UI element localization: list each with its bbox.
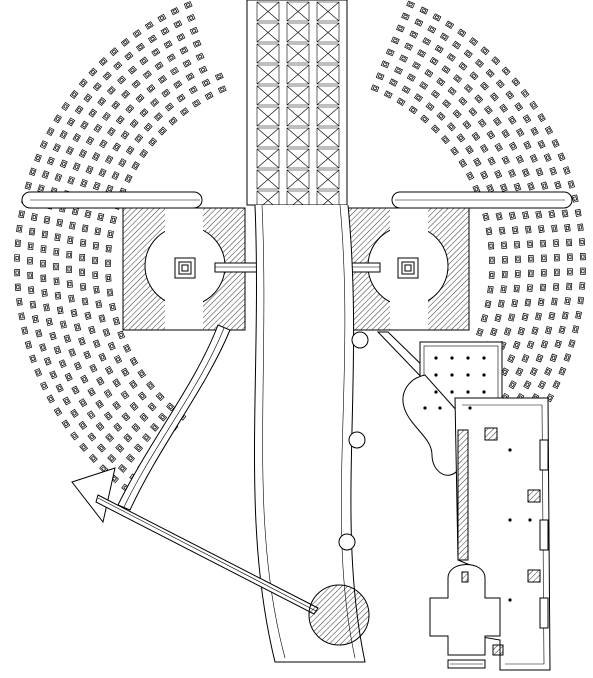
truss-tower <box>246 0 348 211</box>
column-dot <box>450 390 454 394</box>
truss-cell <box>286 106 310 127</box>
truss-cell <box>316 127 340 148</box>
horizontal-beams <box>21 191 573 209</box>
truss-cell <box>286 85 310 106</box>
column-dot <box>466 356 470 360</box>
column-dot <box>450 356 454 360</box>
column-dot <box>434 390 438 394</box>
column-dot <box>423 406 427 410</box>
column-dot <box>508 518 512 522</box>
truss-cell <box>286 169 310 190</box>
left-curved-ramp <box>117 324 231 511</box>
column-dot <box>482 373 486 377</box>
central-curved-walkway <box>254 204 369 663</box>
truss-cell <box>286 22 310 43</box>
truss-cell <box>316 64 340 85</box>
truss-cell <box>286 127 310 148</box>
truss-cell <box>256 106 280 127</box>
column-dot <box>450 373 454 377</box>
truss-cell <box>316 43 340 64</box>
truss-cell <box>256 22 280 43</box>
truss-cell <box>316 169 340 190</box>
column-dot <box>434 356 438 360</box>
hatched-circular-plaza <box>308 584 370 646</box>
column-dot <box>508 448 512 452</box>
truss-cell <box>256 1 280 22</box>
truss-cell <box>286 43 310 64</box>
truss-cell <box>256 85 280 106</box>
truss-cell <box>316 148 340 169</box>
truss-cell <box>286 1 310 22</box>
truss-cell <box>286 64 310 85</box>
diagonal-pier <box>71 467 319 615</box>
truss-cell <box>256 169 280 190</box>
truss-cell <box>256 148 280 169</box>
column-dot <box>528 518 532 522</box>
truss-cell <box>256 127 280 148</box>
truss-cell <box>316 22 340 43</box>
column-dot <box>438 406 442 410</box>
column-dot <box>482 356 486 360</box>
column-dot <box>468 406 472 410</box>
truss-cell <box>316 85 340 106</box>
truss-cell <box>286 148 310 169</box>
column-dot <box>482 390 486 394</box>
truss-cell <box>256 43 280 64</box>
column-dot <box>466 390 470 394</box>
truss-cell <box>316 106 340 127</box>
truss-cell <box>316 1 340 22</box>
column-dot <box>508 598 512 602</box>
column-dot <box>434 373 438 377</box>
column-dot <box>466 373 470 377</box>
right-building-complex <box>376 331 551 671</box>
truss-cell <box>256 64 280 85</box>
